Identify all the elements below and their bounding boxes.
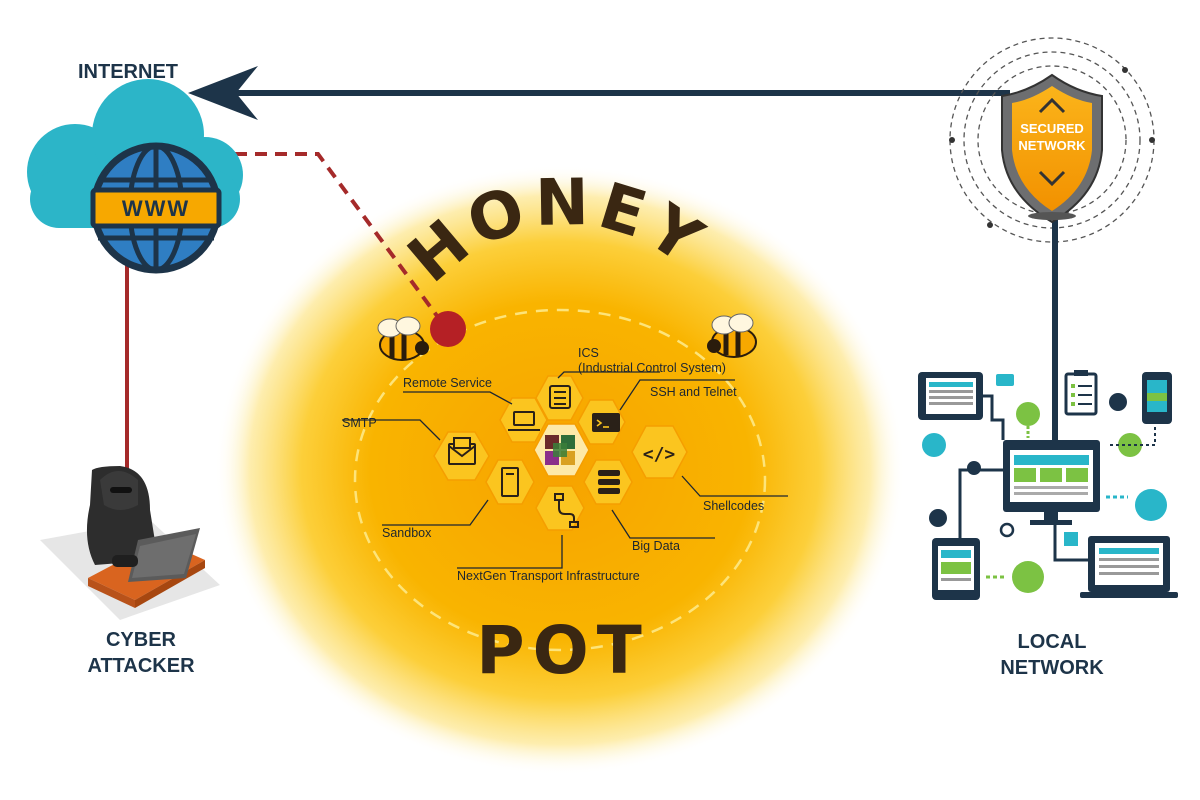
tablet-icon-2 [932, 538, 980, 600]
service-shellcodes-label: Shellcodes [703, 499, 764, 513]
hex-code [631, 425, 688, 479]
shield-label-2: NETWORK [1018, 138, 1086, 153]
laptop-device-icon [1080, 536, 1178, 598]
bar-chart-icon [1064, 532, 1078, 546]
pie-chart-icon-2 [929, 509, 947, 527]
service-sandbox-label: Sandbox [382, 526, 432, 540]
www-label: WWW [122, 196, 190, 221]
service-leader-lines [342, 371, 788, 569]
pot-title: POT [476, 612, 650, 689]
phone-icon [1142, 372, 1172, 424]
honeypot-dashed-ring [353, 308, 767, 652]
service-remote-label: Remote Service [403, 376, 492, 390]
users-cloud-icon [1012, 561, 1044, 593]
logo-icon [545, 435, 575, 465]
hex-server [485, 459, 535, 505]
envelope-icon [448, 437, 476, 465]
shield-label-1: SECURED [1020, 121, 1084, 136]
service-ssh-label: SSH and Telnet [650, 385, 737, 399]
search-icon [999, 522, 1015, 538]
code-icon: </> [643, 444, 676, 465]
service-bigdata-label: Big Data [632, 539, 680, 553]
cyber-attacker-label-1: CYBER [106, 629, 177, 651]
cloud-phone-icon [1135, 489, 1167, 521]
globe-icon [90, 142, 222, 274]
hacker-icon [40, 466, 220, 620]
sliders-icon [549, 385, 571, 409]
cyber-attacker-label-2: ATTACKER [87, 655, 195, 677]
attack-target-dot [430, 311, 466, 347]
service-ics-label-2: (Industrial Control System) [578, 361, 726, 375]
network-cable-icon [554, 493, 579, 528]
gear-cloud-icon [1016, 402, 1040, 426]
database-icon [598, 470, 620, 494]
service-ics-label-1: ICS [578, 346, 599, 360]
terminal-icon [592, 413, 620, 432]
bee-icon-left [377, 316, 429, 361]
bee-icon-right [707, 313, 757, 358]
local-network-devices [918, 370, 1178, 600]
pie-chart-icon [1109, 393, 1127, 411]
service-smtp-label: SMTP [342, 416, 377, 430]
tablet-icon [918, 372, 983, 420]
clipboard-icon [1064, 370, 1098, 416]
monitor-icon [1003, 440, 1100, 525]
local-network-label-1: LOCAL [1018, 631, 1087, 653]
internet-arrowhead [188, 66, 258, 120]
dot-icon [967, 461, 981, 475]
chat-icon [996, 374, 1014, 386]
server-tower-icon [501, 467, 519, 497]
internet-label: INTERNET [78, 61, 178, 83]
service-nextgen-label: NextGen Transport Infrastructure [457, 569, 640, 583]
laptop-icon [508, 411, 540, 431]
lock-icon [922, 433, 946, 457]
local-network-label-2: NETWORK [1000, 657, 1104, 679]
shield-icon [1001, 73, 1103, 224]
